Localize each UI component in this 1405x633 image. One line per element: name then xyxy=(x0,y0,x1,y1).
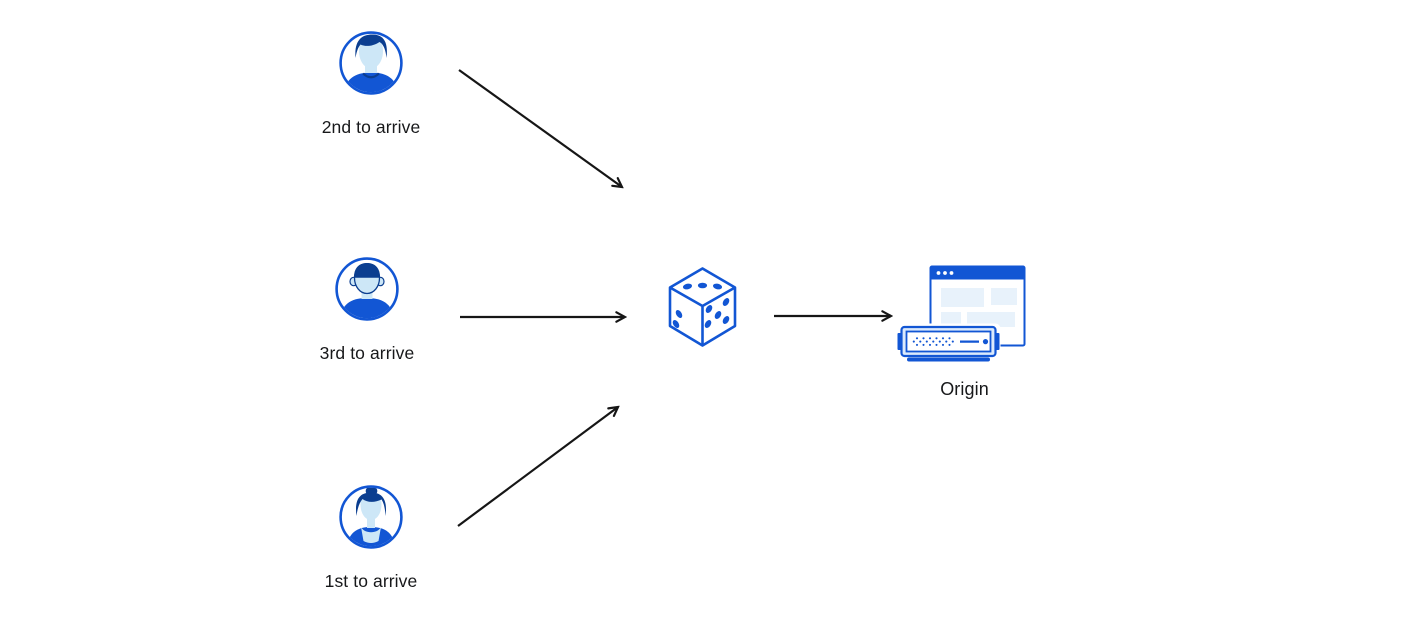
arrow-first-to-selector xyxy=(457,407,618,527)
man-avatar-icon xyxy=(335,257,399,321)
node-client-first: 1st to arrive xyxy=(271,484,471,591)
man-avatar-icon xyxy=(339,31,403,95)
origin-label: Origin xyxy=(940,379,989,399)
server-icon xyxy=(897,323,1001,362)
dice-icon xyxy=(668,267,737,347)
woman-avatar-icon xyxy=(339,485,403,549)
node-client-second: 2nd to arrive xyxy=(271,30,471,137)
client-first-label: 1st to arrive xyxy=(324,571,418,591)
node-origin: Origin xyxy=(897,262,1032,400)
origin-server-icon xyxy=(897,265,1026,362)
node-client-third: 3rd to arrive xyxy=(267,256,467,363)
client-third-label: 3rd to arrive xyxy=(319,343,415,363)
node-selector xyxy=(667,266,738,349)
client-second-label: 2nd to arrive xyxy=(321,117,421,137)
arrow-second-to-selector xyxy=(458,69,622,187)
